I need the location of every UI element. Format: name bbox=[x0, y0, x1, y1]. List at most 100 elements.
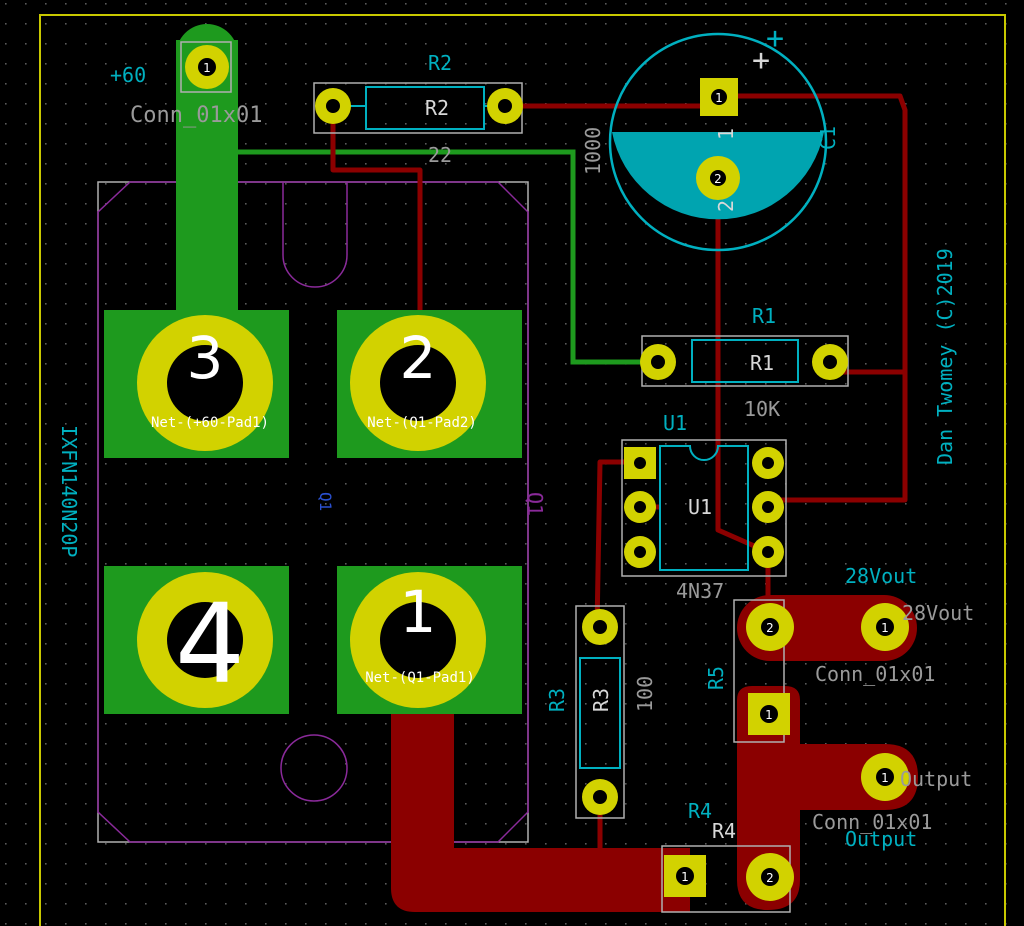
u1-pin1-hole bbox=[634, 457, 646, 469]
q1-pad2-netname: Net-(Q1-Pad2) bbox=[367, 415, 477, 431]
q1-pad1-hole bbox=[380, 602, 456, 678]
c1-value-label: 1000 bbox=[581, 127, 605, 175]
output-ref-label: Output bbox=[900, 767, 972, 791]
conn-60v-ref-label: Conn_01x01 bbox=[130, 103, 262, 128]
r1-silk-body bbox=[691, 339, 799, 383]
r2-pad1-hole bbox=[326, 99, 340, 113]
output-value-label: Output bbox=[845, 827, 917, 851]
pad-num-output-1: 1 bbox=[881, 771, 889, 785]
u1-pin2-hole bbox=[634, 501, 646, 513]
r2-resistor[interactable] bbox=[313, 82, 523, 134]
r3-pad2-hole bbox=[593, 790, 607, 804]
q1-ref-fab-left: Q1 bbox=[316, 492, 335, 511]
trace-back-60v-bus[interactable] bbox=[176, 40, 238, 340]
c1-silk-outline bbox=[608, 32, 828, 252]
q1-pad2-number: 2 bbox=[400, 324, 437, 392]
trace-c1-to-u1-pin4[interactable] bbox=[715, 180, 770, 555]
conn-60v-value-label: +60 bbox=[110, 63, 146, 87]
r3-value-label: 100 bbox=[633, 676, 657, 712]
pad-28vout-2-hole bbox=[761, 618, 779, 636]
c1-pin2-label: 2 bbox=[714, 200, 738, 212]
c1-capacitor[interactable] bbox=[608, 32, 828, 252]
r1-value-label: 10K bbox=[744, 397, 780, 421]
r3-body-label: R3 bbox=[589, 688, 613, 712]
q1-pads[interactable] bbox=[104, 310, 522, 714]
out28-value-label: 28Vout bbox=[845, 564, 917, 588]
pad-output-1-hole bbox=[876, 768, 894, 786]
q1-pad1-number: 1 bbox=[400, 578, 437, 646]
r2-value-label: 22 bbox=[428, 143, 452, 167]
conn-60v-hole bbox=[198, 58, 216, 76]
q1-pad4-number: 4 bbox=[175, 580, 245, 708]
q1-mounting-slot bbox=[282, 182, 348, 288]
q1-module-footprint[interactable] bbox=[97, 181, 529, 843]
pad-num-r5-1: 1 bbox=[765, 708, 773, 722]
q1-pad3-hole bbox=[167, 345, 243, 421]
r3-resistor[interactable] bbox=[575, 605, 625, 819]
pad-num-28vout-2: 2 bbox=[766, 621, 774, 635]
power-pads[interactable] bbox=[664, 603, 909, 901]
pad-28vout-1-hole bbox=[876, 618, 894, 636]
board-edge-outline bbox=[39, 14, 1006, 926]
pad-r4-1-hole bbox=[676, 867, 694, 885]
conn-60v[interactable] bbox=[180, 41, 232, 93]
r4-body-label: R4 bbox=[712, 819, 736, 843]
r3-silk-body bbox=[579, 657, 621, 769]
q1-value-label: IXFN140N20P bbox=[57, 425, 81, 557]
r1-pad2-hole bbox=[823, 355, 837, 369]
trace-r2-to-gate[interactable] bbox=[330, 105, 423, 330]
q1-ref-fab-right: Q1 bbox=[523, 492, 547, 516]
zone-q1-source-to-r4[interactable] bbox=[391, 704, 690, 912]
c1-pad1-hole bbox=[711, 89, 727, 105]
u1-courtyard bbox=[621, 439, 787, 577]
pad-num-c1-2: 2 bbox=[714, 172, 722, 186]
u1-pin6-hole bbox=[762, 457, 774, 469]
u1-ref-label: U1 bbox=[663, 411, 687, 435]
q1-pad3-netname: Net-(+60-Pad1) bbox=[151, 415, 269, 431]
pad-r5-1-hole bbox=[760, 705, 778, 723]
r3-ref-label: R3 bbox=[545, 688, 569, 712]
u1-body-label: U1 bbox=[688, 495, 712, 519]
r1-pad1-hole bbox=[651, 355, 665, 369]
q1-mounting-hole bbox=[280, 734, 348, 802]
r1-body-label: R1 bbox=[750, 351, 774, 375]
u1-pin3-hole bbox=[634, 546, 646, 558]
c1-plus-mark-fab: + bbox=[752, 43, 770, 78]
r2-pad2-hole bbox=[498, 99, 512, 113]
c1-ref-label: C1 bbox=[816, 126, 840, 150]
out28-ref-label: 28Vout bbox=[902, 601, 974, 625]
c1-plus-mark: + bbox=[766, 21, 784, 56]
u1-value-label: 4N37 bbox=[676, 579, 724, 603]
q1-fab-outline bbox=[97, 181, 529, 843]
c1-pad2-hole bbox=[710, 170, 726, 186]
trace-c1-to-u1-pin5[interactable] bbox=[720, 93, 908, 503]
r4-ref-label: R4 bbox=[688, 799, 712, 823]
u1-pin4-hole bbox=[762, 546, 774, 558]
r5-courtyard bbox=[733, 599, 785, 743]
r2-ref-label: R2 bbox=[428, 51, 452, 75]
r2-silk-body bbox=[365, 86, 485, 130]
copyright-label: Dan Twomey (C)2019 bbox=[933, 248, 957, 465]
trace-back-gate-to-r1[interactable] bbox=[238, 149, 658, 365]
q1-pad1-netname: Net-(Q1-Pad1) bbox=[365, 670, 475, 686]
r2-body-label: R2 bbox=[425, 96, 449, 120]
out28-conn-label: Conn_01x01 bbox=[815, 662, 935, 686]
u1-optocoupler[interactable] bbox=[621, 439, 787, 577]
r5-ref-label: R5 bbox=[704, 666, 728, 690]
r3-courtyard bbox=[575, 605, 625, 819]
r3-pad1-hole bbox=[593, 620, 607, 634]
pad-num-conn-60v: 1 bbox=[203, 61, 211, 75]
pad-num-r4-2: 2 bbox=[766, 871, 774, 885]
q1-pad2-hole bbox=[380, 345, 456, 421]
q1-pad4-hole bbox=[167, 602, 243, 678]
output-conn-label: Conn_01x01 bbox=[812, 810, 932, 834]
conn-60v-courtyard bbox=[180, 41, 232, 93]
pad-num-28vout-1: 1 bbox=[881, 621, 889, 635]
r1-ref-label: R1 bbox=[752, 304, 776, 328]
pad-num-c1-1: 1 bbox=[715, 91, 723, 105]
c1-pin1-label: 1 bbox=[714, 128, 738, 140]
r1-resistor[interactable] bbox=[640, 335, 849, 387]
u1-silk-body bbox=[659, 445, 749, 571]
pad-r4-2-hole bbox=[761, 868, 779, 886]
